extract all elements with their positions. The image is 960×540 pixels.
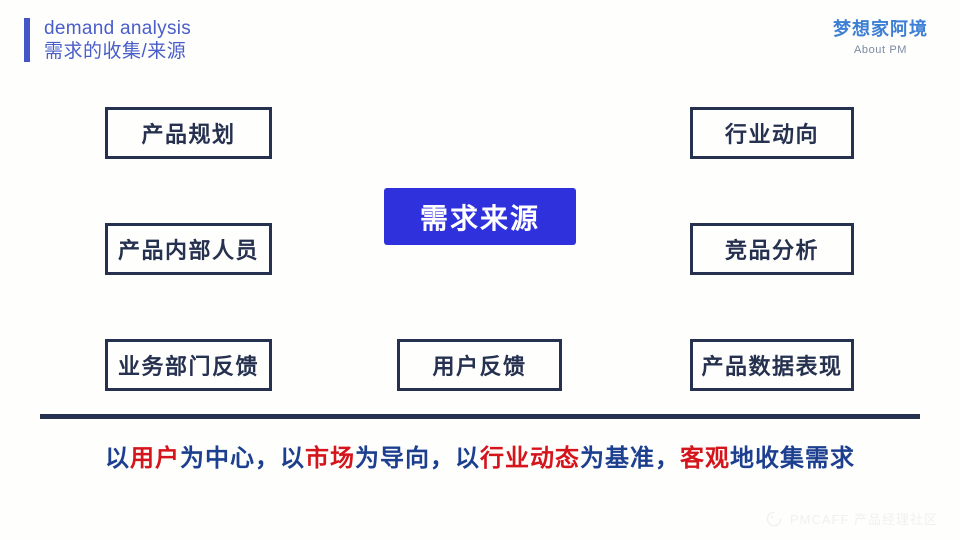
- node-box-product-plan[interactable]: 产品规划: [105, 107, 272, 159]
- statement-segment-3: 市场: [305, 445, 355, 472]
- node-box-business-feedback[interactable]: 业务部门反馈: [105, 339, 272, 391]
- page-title-en: demand analysis: [44, 18, 192, 39]
- pmcaff-circle-icon: [766, 511, 782, 526]
- statement-segment-7: 客观: [680, 445, 730, 472]
- statement-segment-2: 为中心，以: [180, 445, 305, 472]
- title-block: demand analysis 需求的收集/来源: [44, 18, 191, 63]
- watermark-text: PMCAFF 产品经理社区: [789, 512, 938, 527]
- title-accent-bar: [24, 18, 30, 62]
- slide-header: demand analysis 需求的收集/来源: [24, 18, 191, 63]
- page-title-cn: 需求的收集/来源: [44, 41, 187, 63]
- brand-name-cn: 梦想家阿境: [833, 19, 928, 39]
- node-box-user-feedback[interactable]: 用户反馈: [397, 339, 562, 391]
- statement-segment-1: 用户: [130, 445, 180, 472]
- node-box-demand-source[interactable]: 需求来源: [384, 188, 576, 245]
- statement-segment-0: 以: [105, 445, 130, 472]
- node-box-competitor-analysis[interactable]: 竞品分析: [690, 223, 854, 275]
- section-divider: [40, 414, 920, 419]
- statement-segment-8: 地收集需求: [730, 445, 855, 472]
- brand-logo: 梦想家阿境 About PM: [833, 19, 928, 56]
- summary-statement: 以用户为中心，以市场为导向，以行业动态为基准，客观地收集需求: [0, 438, 960, 473]
- brand-name-en: About PM: [853, 43, 908, 56]
- node-box-product-data[interactable]: 产品数据表现: [690, 339, 854, 391]
- node-box-industry-trend[interactable]: 行业动向: [690, 107, 854, 159]
- watermark: PMCAFF 产品经理社区: [765, 509, 938, 528]
- statement-segment-4: 为导向，以: [355, 445, 480, 472]
- node-box-internal-staff[interactable]: 产品内部人员: [105, 223, 272, 275]
- statement-segment-6: 为基准，: [580, 445, 680, 472]
- statement-segment-5: 行业动态: [480, 445, 580, 472]
